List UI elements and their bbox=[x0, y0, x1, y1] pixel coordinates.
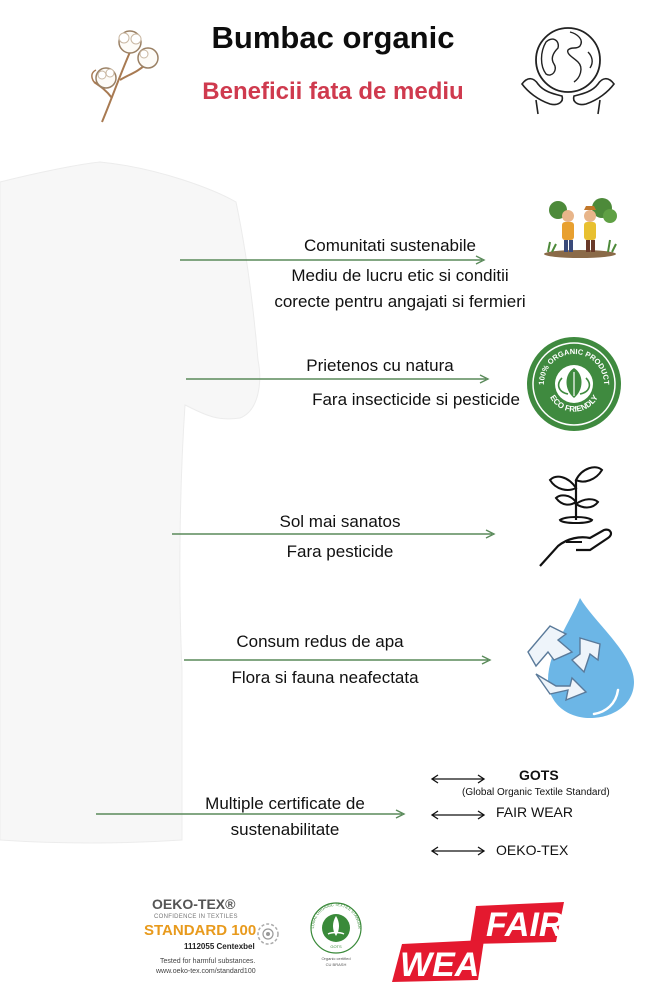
certifications-title-line2: sustenabilitate bbox=[230, 820, 340, 839]
page-title: Bumbac organic bbox=[211, 20, 455, 55]
cert-gots-detail: (Global Organic Textile Standard) bbox=[462, 787, 610, 798]
benefit-1-line2: corecte pentru angajati si fermieri bbox=[274, 292, 526, 311]
oekotex-code: 1112055 Centexbel bbox=[184, 942, 255, 951]
gots-cert1: Organic certified bbox=[321, 956, 350, 961]
benefit-3-line1: Fara pesticide bbox=[286, 542, 394, 561]
oekotex-flower-icon bbox=[257, 923, 279, 945]
benefit-4-arrow bbox=[184, 655, 492, 665]
oekotex-brand: OEKO-TEX® bbox=[152, 896, 236, 912]
benefit-4-title: Consum redus de apa bbox=[236, 632, 404, 651]
tshirt-illustration bbox=[0, 161, 261, 844]
cert-oekotex-name: OEKO-TEX bbox=[496, 842, 569, 858]
benefit-2-title: Prietenos cu natura bbox=[306, 356, 454, 375]
cotton-branch-icon bbox=[91, 30, 159, 123]
benefit-2-line1: Fara insecticide si pesticide bbox=[312, 390, 520, 409]
page-subtitle: Beneficii fata de mediu bbox=[202, 78, 464, 105]
gots-cert2: CU BRASH bbox=[326, 962, 347, 967]
cert-fairwear-name: FAIR WEAR bbox=[496, 804, 574, 820]
farmers-icon bbox=[544, 198, 617, 258]
cert-gots-name: GOTS bbox=[519, 767, 559, 783]
certifications-arrow bbox=[96, 809, 406, 819]
fairwear-logo: FAIR WEAR bbox=[392, 902, 564, 984]
benefit-1-title: Comunitati sustenabile bbox=[304, 236, 476, 255]
certifications-title-line1: Multiple certificate de bbox=[205, 794, 365, 813]
oekotex-tagline: CONFIDENCE IN TEXTILES bbox=[154, 914, 238, 920]
oekotex-tested: Tested for harmful substances. bbox=[160, 958, 256, 965]
oekotex-url: www.oeko-tex.com/standard100 bbox=[156, 968, 256, 975]
benefit-1-arrow bbox=[180, 255, 486, 265]
water-recycle-icon bbox=[527, 598, 634, 718]
benefit-3-title: Sol mai sanatos bbox=[279, 512, 401, 531]
benefit-4-line1: Flora si fauna neafectata bbox=[231, 668, 419, 687]
fairwear-double-arrow bbox=[430, 810, 486, 820]
fairwear-line1: FAIR bbox=[486, 906, 564, 944]
gots-logo: GLOBAL ORGANIC TEXTILE STANDARD GOTS Org… bbox=[304, 896, 362, 967]
globe-in-hands-icon bbox=[520, 27, 616, 115]
oekotex-standard: STANDARD 100 bbox=[144, 922, 257, 939]
benefit-3-arrow bbox=[172, 529, 496, 539]
oekotex-logo: OEKO-TEX® CONFIDENCE IN TEXTILES STANDAR… bbox=[140, 896, 300, 986]
eco-friendly-badge-icon: 100% ORGANIC PRODUCT ECO FRIENDLY bbox=[527, 337, 621, 431]
fairwear-line2: WEAR bbox=[400, 946, 504, 984]
plant-hand-icon bbox=[539, 466, 613, 567]
gots-double-arrow bbox=[430, 774, 486, 784]
oekotex-double-arrow bbox=[430, 846, 486, 856]
benefit-1-line1: Mediu de lucru etic si conditii bbox=[291, 266, 509, 285]
benefit-2-arrow bbox=[186, 374, 490, 384]
gots-short-text: GOTS bbox=[330, 944, 342, 949]
